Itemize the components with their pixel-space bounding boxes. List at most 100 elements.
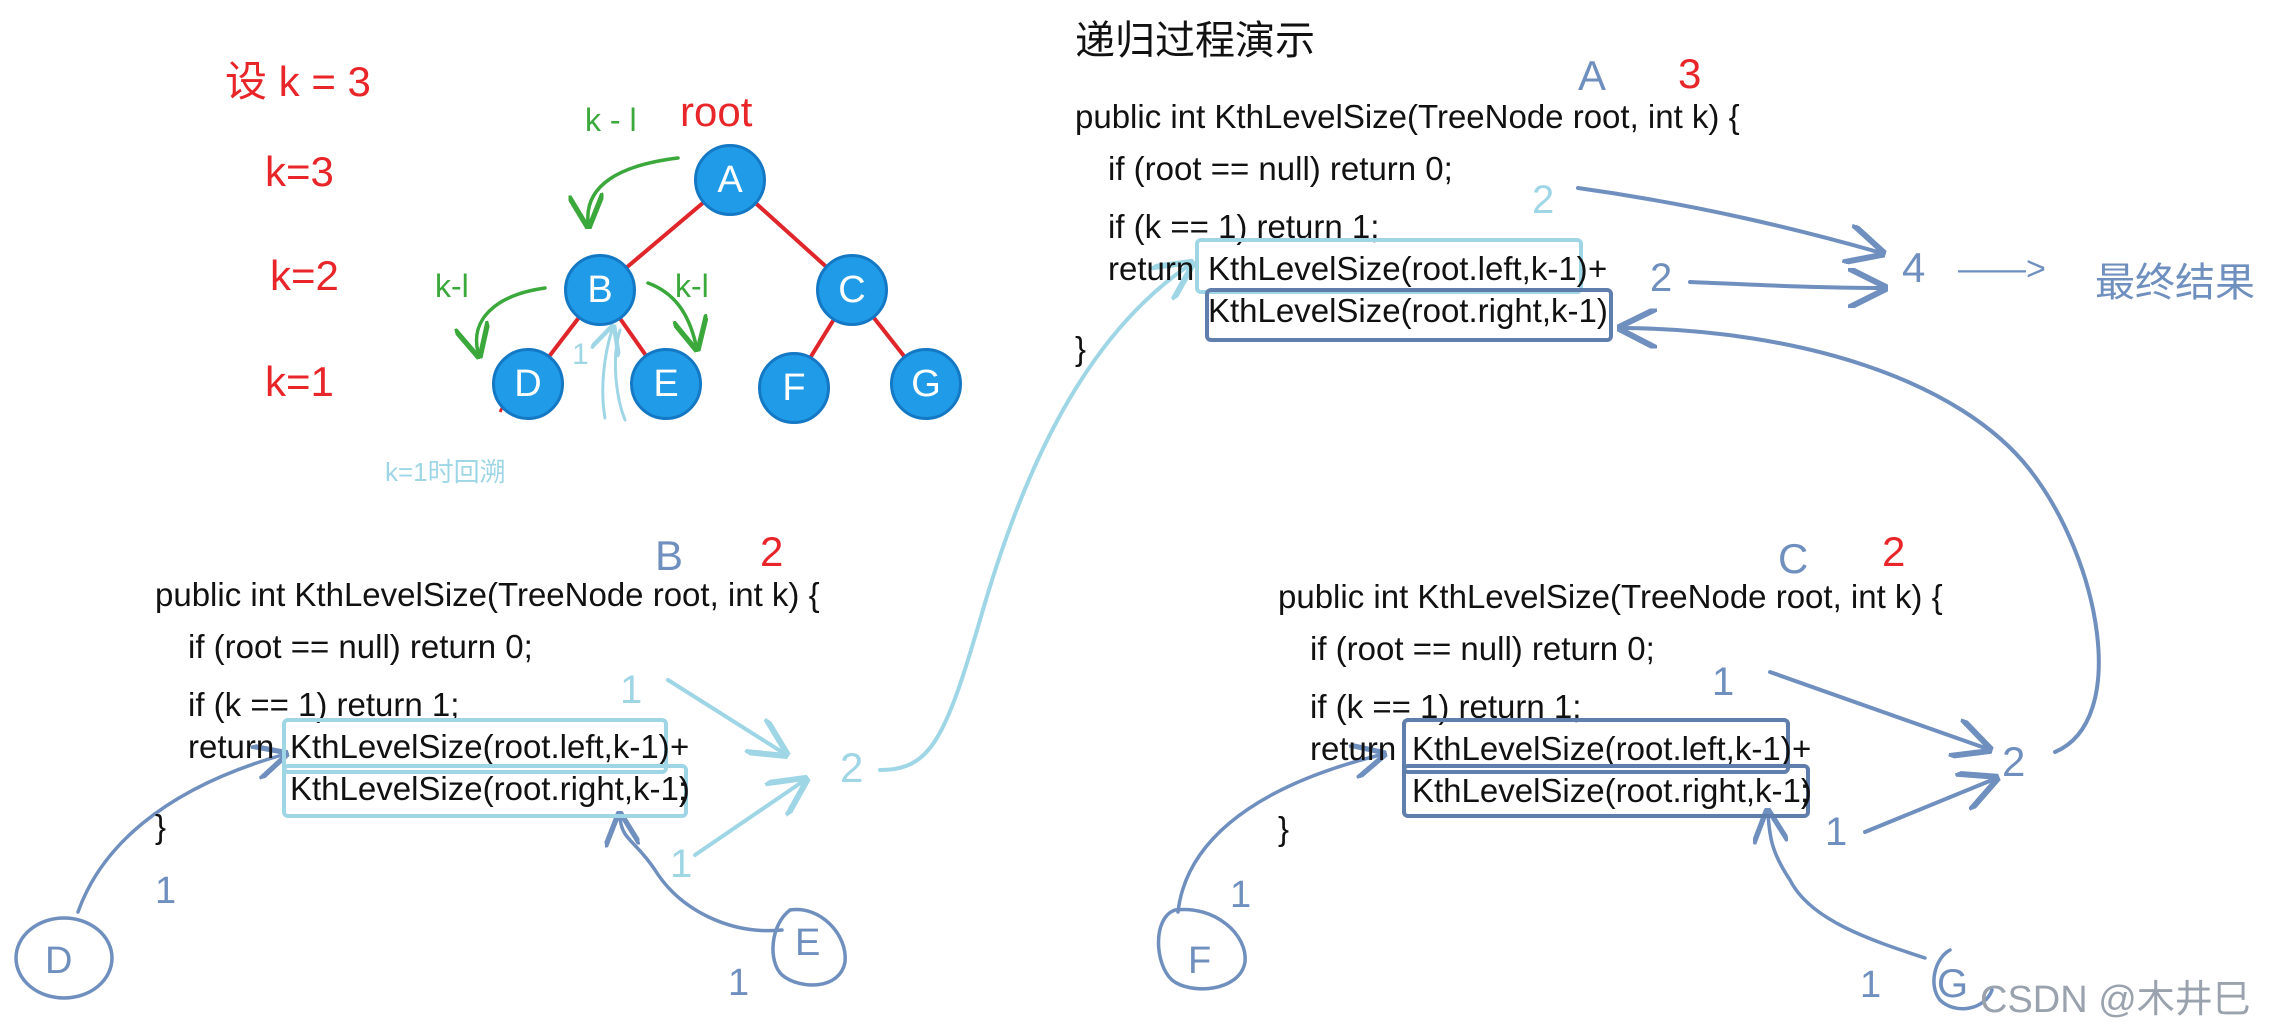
- frame-b-right-result: 1: [670, 842, 693, 886]
- tree-node-c: C: [816, 254, 888, 326]
- frame-a-left-result: 2: [1532, 178, 1555, 222]
- level-label-k3: k=3: [265, 148, 334, 195]
- b-to-a-arrow: [878, 266, 1188, 772]
- frame-c-right-call: KthLevelSize(root.right,k-1): [1412, 772, 1812, 809]
- frame-c-plus: +: [1792, 730, 1812, 767]
- frame-a-right-result: 2: [1650, 256, 1673, 300]
- frame-a-left-call: KthLevelSize(root.left,k-1): [1208, 250, 1588, 287]
- final-result-label: 最终结果: [2095, 261, 2255, 305]
- leaf-g-value: 1: [1860, 964, 1882, 1006]
- frame-a-arrows: [1576, 186, 1880, 288]
- c-right-arrow: [1863, 780, 1992, 834]
- frame-b-return: return: [188, 728, 275, 765]
- g-to-c-right: [1768, 815, 1927, 960]
- leaf-e-value: 1: [728, 962, 750, 1004]
- leaf-arrows-b: [14, 755, 847, 1000]
- diagram-title: 递归过程演示: [1075, 19, 1315, 63]
- frame-b-right-call: KthLevelSize(root.right,k-1): [290, 770, 690, 807]
- frame-a-signature: public int KthLevelSize(TreeNode root, i…: [1075, 98, 1740, 135]
- frame-c-signature: public int KthLevelSize(TreeNode root, i…: [1278, 578, 1943, 615]
- leaf-e-circle: [771, 907, 847, 987]
- a-left-arrow: [1576, 186, 1878, 252]
- c-to-a-arrow: [1625, 328, 2101, 754]
- frame-b-arrows: [666, 266, 1188, 857]
- tree-node-b: B: [564, 254, 636, 326]
- backtrack-strokes: [603, 328, 627, 422]
- backtrack-stroke-1: [603, 330, 612, 420]
- frame-a-right-call-box: [1205, 288, 1613, 342]
- leaf-d-circle: [14, 916, 114, 1000]
- backtrack-one-label: 1: [572, 338, 589, 371]
- frame-a-close-brace: }: [1075, 330, 1087, 367]
- b-right-arrow: [693, 782, 802, 857]
- frame-c-left-call-box: [1402, 718, 1790, 774]
- level-label-k1: k=1: [265, 358, 334, 405]
- frame-b-k-label: 2: [760, 528, 784, 575]
- frame-b-node-label: B: [655, 532, 684, 579]
- tree-node-a: A: [694, 144, 766, 216]
- frame-c-left-result: 1: [1712, 660, 1735, 704]
- frame-c-semicolon: ;: [1800, 772, 1810, 809]
- leaf-arrows-c: [1156, 755, 1994, 1011]
- b-left-arrow: [666, 678, 782, 752]
- leaf-f-circle: [1156, 907, 1247, 991]
- frame-c-right-call-box: [1402, 764, 1810, 818]
- leaf-f-value: 1: [1230, 874, 1252, 916]
- frame-c-node-label: C: [1778, 535, 1809, 582]
- frame-c-sum: 2: [2002, 738, 2026, 785]
- frame-b-close-brace: }: [155, 808, 167, 845]
- frame-a-left-call-box: [1195, 238, 1583, 294]
- frame-b-null-check: if (root == null) return 0;: [188, 628, 533, 665]
- green-arrow-b-to-e: [646, 281, 696, 345]
- leaf-d-value: 1: [155, 870, 177, 912]
- frame-b-base-case: if (k == 1) return 1;: [188, 686, 460, 723]
- green-arrow-a-to-b: [588, 156, 680, 222]
- tree-node-d: D: [492, 348, 564, 420]
- frame-b-semicolon: ;: [678, 770, 688, 807]
- c-left-arrow: [1768, 670, 1985, 748]
- set-k-label: 设 k = 3: [225, 58, 371, 105]
- frame-b-right-call-box: [282, 764, 688, 818]
- frame-a-k-label: 3: [1678, 50, 1702, 97]
- frame-b-signature: public int KthLevelSize(TreeNode root, i…: [155, 576, 820, 613]
- k-minus-1-arrows: [477, 156, 696, 352]
- frame-a-sum: 4: [1902, 244, 1926, 291]
- frame-b-left-result: 1: [620, 668, 643, 712]
- frame-a-plus: +: [1588, 250, 1608, 287]
- leaf-g-label: G: [1937, 962, 1969, 1006]
- leaf-d-label: D: [45, 940, 73, 982]
- a-right-arrow: [1688, 282, 1880, 288]
- watermark: CSDN @木井巳: [1980, 979, 2251, 1021]
- tree-node-e: E: [630, 348, 702, 420]
- k-minus-1-label-b-left: k-l: [435, 268, 469, 304]
- frame-c-return: return: [1310, 730, 1397, 767]
- leaf-f-label: F: [1188, 940, 1212, 982]
- frame-c-right-result: 1: [1825, 810, 1848, 854]
- k-minus-1-label-b-right: k-l: [675, 268, 709, 304]
- e-to-b-right: [620, 818, 784, 933]
- k-minus-1-label-a: k - l: [585, 102, 637, 138]
- frame-b-left-call: KthLevelSize(root.left,k-1): [290, 728, 670, 765]
- f-to-c-left: [1176, 755, 1380, 914]
- frame-b-sum: 2: [840, 744, 864, 791]
- frame-c-arrows: [1625, 328, 2101, 834]
- leaf-e-label: E: [795, 922, 821, 964]
- frame-c-left-call: KthLevelSize(root.left,k-1): [1412, 730, 1792, 767]
- final-arrow: ——>: [1958, 250, 2046, 288]
- leaf-g-circle: [1932, 948, 1994, 1011]
- backtrack-stroke-2: [613, 328, 627, 422]
- backtrack-note: k=1时回溯: [385, 457, 506, 487]
- frame-a-return: return: [1108, 250, 1195, 287]
- frame-a-null-check: if (root == null) return 0;: [1108, 150, 1453, 187]
- tree-node-f: F: [758, 352, 830, 424]
- level-label-k2: k=2: [270, 252, 339, 299]
- frame-c-null-check: if (root == null) return 0;: [1310, 630, 1655, 667]
- frame-c-k-label: 2: [1882, 528, 1906, 575]
- frame-b-left-call-box: [282, 718, 668, 774]
- green-arrow-b-to-d: [477, 286, 547, 352]
- frame-a-node-label: A: [1578, 52, 1607, 99]
- d-to-b-left: [76, 755, 282, 914]
- frame-b-plus: +: [670, 728, 690, 765]
- tree-node-g: G: [890, 348, 962, 420]
- frame-c-close-brace: }: [1278, 810, 1290, 847]
